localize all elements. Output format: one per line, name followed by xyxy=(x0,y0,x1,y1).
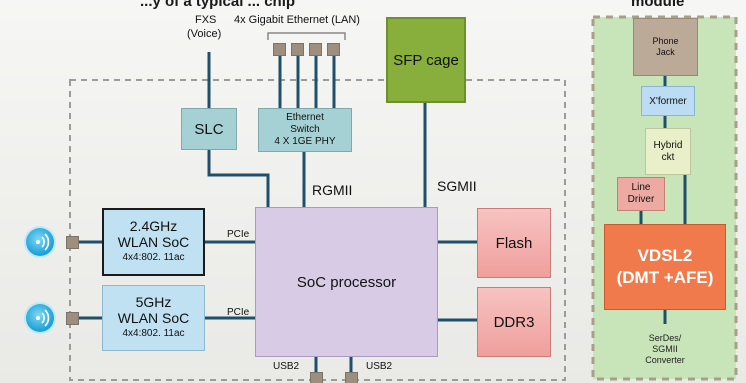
rgmii-label: RGMII xyxy=(312,182,353,198)
flash-label: Flash xyxy=(495,234,533,252)
slc-label: SLC xyxy=(194,120,224,138)
wifi-antenna-icon xyxy=(26,228,54,256)
diagram-title-fragment: ...y of a typical ... chip xyxy=(140,0,296,10)
eth-switch-line2: Switch xyxy=(290,124,320,135)
gigabit-ethernet-label: 4x Gigabit Ethernet (LAN) xyxy=(234,14,360,26)
sgmii-label: SGMII xyxy=(437,178,477,194)
voice-label: (Voice) xyxy=(187,28,222,40)
antenna-port xyxy=(66,236,79,249)
usb-label-left: USB2 xyxy=(273,361,300,372)
hybrid-circuit-block: Hybrid ckt xyxy=(645,128,691,175)
ddr3-block: DDR3 xyxy=(477,287,551,357)
serdes-line3: Converter xyxy=(645,354,685,365)
slc-block: SLC xyxy=(181,108,237,150)
wlan5-name: WLAN SoC xyxy=(117,310,190,326)
wlan-24ghz-block: 2.4GHz WLAN SoC 4x4:802. 11ac xyxy=(102,208,205,276)
bus-wires xyxy=(77,52,687,374)
eth-switch-line3: 4 X 1GE PHY xyxy=(274,136,336,147)
xformer-label: X'former xyxy=(649,95,687,107)
serdes-line1: SerDes/ xyxy=(648,332,682,343)
flash-block: Flash xyxy=(477,208,551,278)
wlan-5ghz-block: 5GHz WLAN SoC 4x4:802. 11ac xyxy=(102,285,205,351)
wlan5-spec: 4x4:802. 11ac xyxy=(122,328,185,339)
fxs-label: FXS xyxy=(195,14,217,26)
sfp-label: SFP cage xyxy=(393,51,459,69)
wlan24-band: 2.4GHz xyxy=(129,218,178,234)
phone-jack-line1: Phone xyxy=(652,36,679,46)
soc-processor-block: SoC processor xyxy=(255,207,438,357)
ethernet-switch-block: Ethernet Switch 4 X 1GE PHY xyxy=(258,108,352,152)
line-driver-line2: Driver xyxy=(627,194,655,205)
usb-port xyxy=(310,372,323,383)
serdes-line2: SGMII xyxy=(652,343,678,354)
transformer-block: X'former xyxy=(641,86,695,116)
usb-port xyxy=(345,372,358,383)
phone-jack-block: Phone Jack xyxy=(633,18,698,76)
sfp-cage-block: SFP cage xyxy=(386,17,466,103)
soc-label: SoC processor xyxy=(296,273,397,291)
pcie-label-bottom: PCIe xyxy=(227,307,250,318)
ethernet-port xyxy=(327,43,340,56)
vdsl2-block: VDSL2 (DMT +AFE) xyxy=(604,224,726,310)
wlan24-spec: 4x4:802. 11ac xyxy=(122,252,185,263)
vdsl2-line1: VDSL2 xyxy=(637,246,693,265)
phone-jack-line2: Jack xyxy=(656,47,675,57)
line-driver-line1: Line xyxy=(631,182,651,193)
ethernet-port xyxy=(291,43,304,56)
vdsl2-line2: (DMT +AFE) xyxy=(616,268,714,287)
module-title-fragment: module xyxy=(631,0,685,10)
wlan5-band: 5GHz xyxy=(135,294,172,310)
ethernet-bracket xyxy=(267,32,346,40)
line-driver-block: Line Driver xyxy=(617,177,665,211)
wifi-antenna-icon xyxy=(26,304,54,332)
serdes-converter-label: SerDes/ SGMII Converter xyxy=(622,326,708,372)
ethernet-port xyxy=(273,43,286,56)
pcie-label-top: PCIe xyxy=(227,229,250,240)
antenna-port xyxy=(66,312,79,325)
hybrid-line1: Hybrid xyxy=(653,139,683,151)
wlan24-name: WLAN SoC xyxy=(117,234,190,250)
eth-switch-line1: Ethernet xyxy=(286,112,324,123)
usb-label-right: USB2 xyxy=(366,361,393,372)
ddr3-label: DDR3 xyxy=(493,313,535,331)
ethernet-port xyxy=(309,43,322,56)
hybrid-line2: ckt xyxy=(661,151,675,163)
